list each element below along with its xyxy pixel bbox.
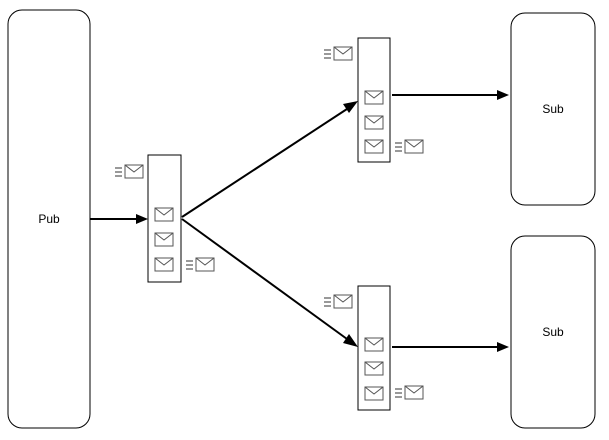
envelope-icon (364, 115, 384, 130)
topic-queue (115, 154, 214, 283)
outgoing-envelope-icon (395, 140, 423, 153)
arrow-topic-to-queue-top (181, 101, 358, 218)
queue-bottom-bracket (357, 285, 391, 308)
queue-top-bracket-bottom (357, 60, 391, 163)
envelope-icon (154, 232, 174, 247)
publisher-node: Pub (7, 9, 91, 429)
envelope-icon (154, 257, 174, 272)
subscriber-queue-top (324, 37, 423, 163)
arrowhead-icon (343, 334, 358, 347)
envelope-icon (364, 139, 384, 154)
topic-queue-bracket-bottom (147, 175, 182, 283)
subscriber-node-bottom: Sub (510, 235, 596, 429)
incoming-envelope-icon (115, 165, 143, 178)
arrowhead-icon (343, 101, 358, 113)
envelope-icon (364, 361, 384, 376)
subscriber-bottom-label: Sub (542, 325, 564, 339)
outgoing-envelope-icon (186, 258, 214, 271)
arrow-pub-to-topic (90, 214, 148, 224)
subscriber-bottom-box (510, 235, 596, 429)
incoming-envelope-icon (324, 47, 352, 60)
arrow-queue-bottom-to-sub (392, 342, 509, 352)
arrowhead-icon (497, 90, 509, 100)
queue-top-bracket (357, 37, 391, 60)
arrowhead-icon (497, 342, 509, 352)
incoming-envelope-icon (324, 295, 352, 308)
arrow-topic-to-queue-bottom (181, 218, 358, 347)
envelope-icon (364, 386, 384, 401)
arrow-queue-top-to-sub (392, 90, 509, 100)
subscriber-node-top: Sub (510, 12, 596, 206)
subscriber-queue-bottom (324, 285, 423, 411)
envelope-icon (154, 207, 174, 222)
envelope-icon (364, 337, 384, 352)
subscriber-top-box (510, 12, 596, 206)
outgoing-envelope-icon (395, 386, 423, 399)
envelope-icon (364, 90, 384, 105)
arrowhead-icon (136, 214, 148, 224)
subscriber-top-label: Sub (542, 102, 564, 116)
topic-queue-bracket (147, 154, 182, 175)
publisher-label: Pub (38, 212, 60, 226)
queue-bottom-bracket-bottom (357, 308, 391, 411)
